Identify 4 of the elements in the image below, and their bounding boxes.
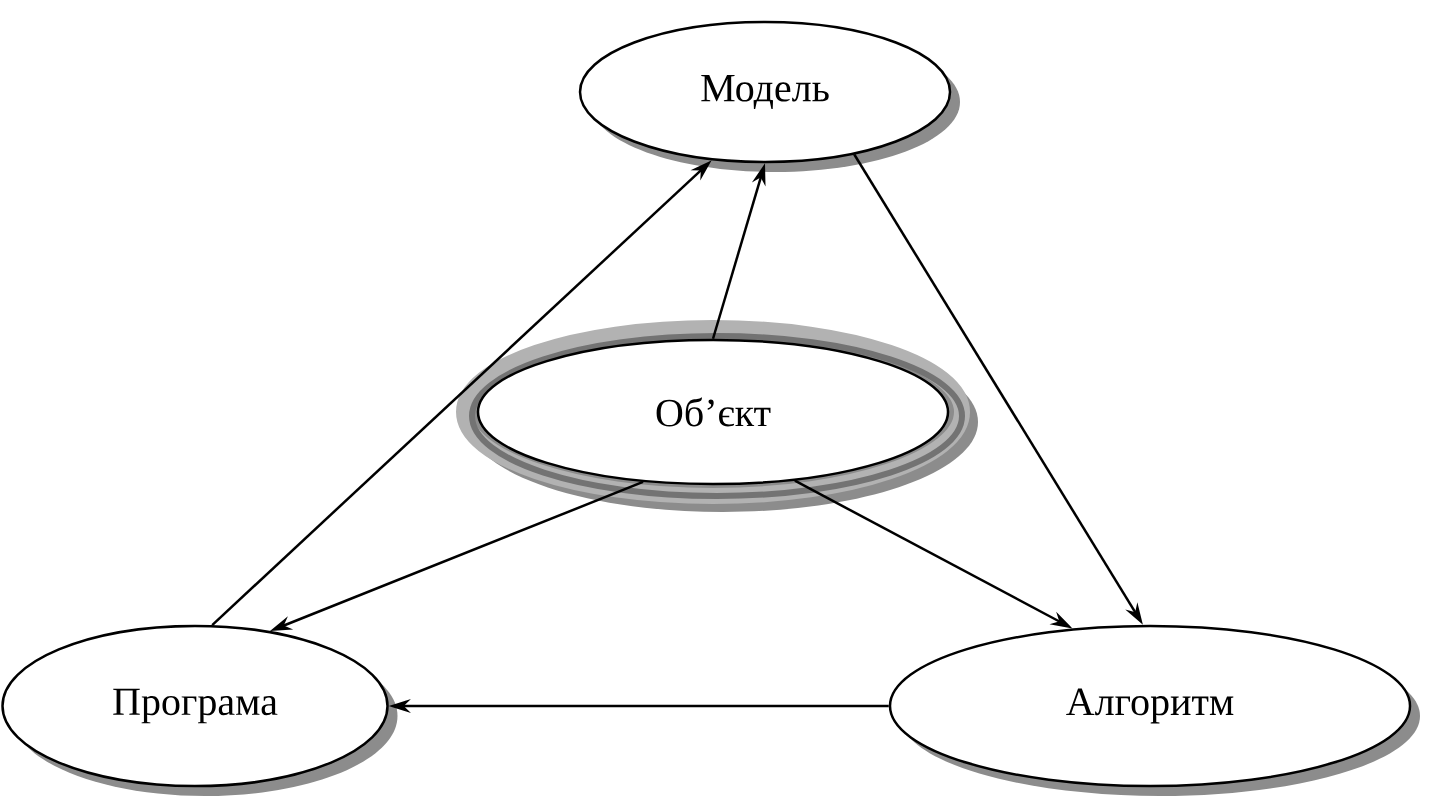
ellipse-node: Алгоритм [888, 624, 1420, 796]
ellipse-node: Програма [1, 624, 398, 796]
ellipse-node: Об’єкт [456, 320, 978, 512]
ellipse-node: Модель [578, 20, 960, 172]
